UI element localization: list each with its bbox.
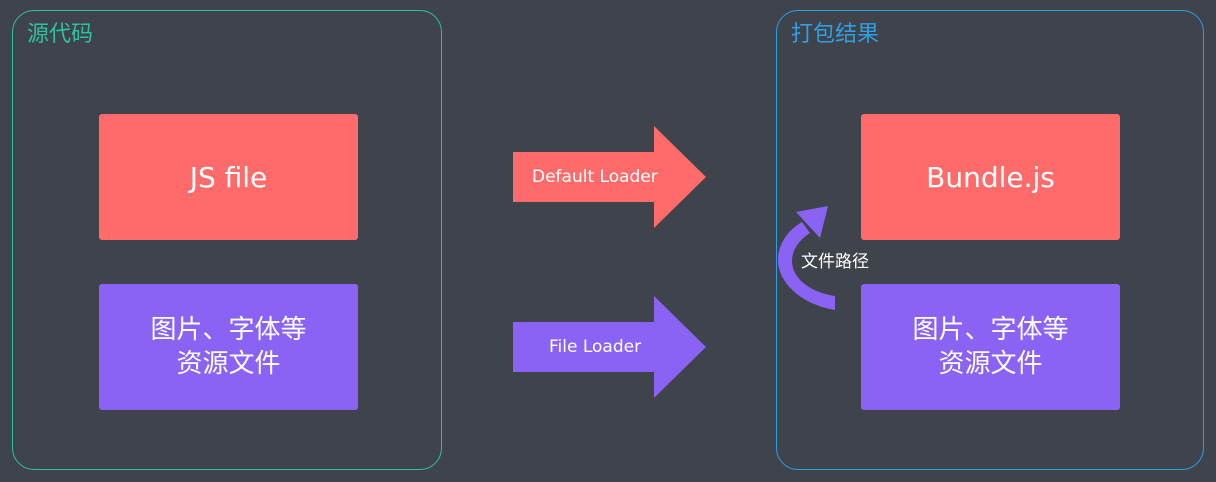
- source-assets-line1: 图片、字体等: [150, 315, 307, 345]
- default-loader-arrow-shape: [513, 126, 706, 228]
- output-assets-line2: 资源文件: [938, 349, 1043, 379]
- source-assets-line2: 资源文件: [176, 349, 281, 379]
- default-loader-label: Default Loader: [532, 167, 658, 187]
- file-loader-arrow: File Loader: [513, 296, 706, 398]
- output-assets-box: 图片、字体等 资源文件: [861, 284, 1120, 410]
- source-js-file-box: JS file: [99, 114, 358, 240]
- default-loader-arrow: Default Loader: [513, 126, 706, 228]
- file-loader-label: File Loader: [549, 337, 642, 357]
- source-panel-title: 源代码: [27, 22, 94, 47]
- path-reference-label: 文件路径: [801, 252, 869, 272]
- bundle-js-box: Bundle.js: [861, 114, 1120, 240]
- path-reference-curved-arrow: [778, 206, 835, 310]
- source-assets-box: 图片、字体等 资源文件: [99, 284, 358, 410]
- source-code-panel: 源代码: [12, 10, 442, 470]
- output-assets-line1: 图片、字体等: [912, 315, 1069, 345]
- source-js-file-label: JS file: [189, 160, 268, 194]
- file-loader-arrow-shape: [513, 296, 706, 398]
- output-panel-title: 打包结果: [791, 22, 880, 47]
- bundle-result-panel: 打包结果: [776, 10, 1204, 470]
- bundle-js-label: Bundle.js: [926, 160, 1055, 194]
